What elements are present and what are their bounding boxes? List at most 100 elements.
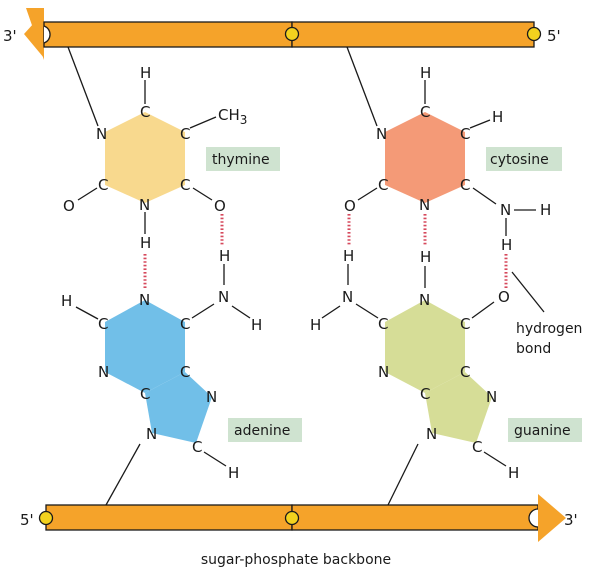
cytosine-h-right-bond (469, 119, 491, 129)
guanine-atom-c-upper-right: C (460, 315, 470, 333)
guanine-amine-h-left-bond (321, 305, 341, 319)
cytosine-ring (385, 112, 465, 203)
thymine-ch3-bond (189, 116, 217, 129)
hydrogen-bond-pointer (511, 271, 545, 313)
adenine-atom-h-bottom: H (228, 464, 239, 482)
guanine-amine-bond (355, 303, 379, 319)
guanine-atom-c-upper-left: C (378, 315, 388, 333)
hydrogen-bond-caption-line2: bond (516, 341, 551, 357)
adenine-six-ring (105, 300, 185, 393)
guanine-atom-n-top: N (419, 291, 430, 309)
adenine-backbone-link (105, 443, 141, 506)
cytosine-o-bond (357, 187, 378, 201)
top-phosphate-middle (284, 26, 300, 42)
thymine-atom-h-top: H (140, 64, 151, 82)
adenine-amine-bond (191, 303, 215, 319)
bottom-phosphate-middle (284, 510, 300, 526)
thymine-atom-o-right: O (214, 197, 226, 215)
adenine-atom-h-amine-top: H (219, 247, 230, 265)
guanine-atom-h-amine-left: H (310, 316, 321, 334)
thymine-atom-c-top: C (140, 103, 150, 121)
hydrogen-bond-caption-line1: hydrogen (516, 321, 582, 337)
thymine-atom-n-bottom: N (139, 196, 150, 214)
top-phosphate-right (526, 26, 542, 42)
thymine-atom-o-left: O (63, 197, 75, 215)
adenine-atom-n-five-bottom: N (146, 425, 157, 443)
cytosine-atom-h-top: H (420, 64, 431, 82)
cytosine-molecule: H C C H N C C N O N H H (344, 64, 551, 254)
top-backbone: 3' 5' (3, 8, 561, 60)
guanine-atom-h-top: H (420, 248, 431, 266)
adenine-atom-n-five-right: N (206, 388, 217, 406)
bottom-backbone: 5' 3' (20, 494, 578, 542)
thymine-o-right-bond (192, 187, 213, 201)
cytosine-atom-c-top: C (420, 103, 430, 121)
adenine-atom-h-left: H (61, 292, 72, 310)
top-left-end-label: 3' (3, 27, 17, 45)
bottom-backbone-segment-left (45, 504, 293, 531)
cytosine-atom-h-amine-bottom: H (501, 236, 512, 254)
backbone-caption: sugar-phosphate backbone (201, 552, 391, 568)
cytosine-backbone-link (346, 46, 378, 127)
top-right-end-label: 5' (547, 27, 561, 45)
cytosine-atom-n-amine: N (500, 201, 511, 219)
cytosine-amine-bond (472, 187, 497, 205)
guanine-backbone-link (387, 443, 419, 506)
adenine-atom-c-upper-right: C (180, 315, 190, 333)
bottom-sugar-right-notch (528, 508, 539, 528)
guanine-atom-n-left: N (378, 363, 389, 381)
thymine-atom-c-lower-left: C (98, 176, 108, 194)
guanine-six-ring (385, 300, 465, 393)
cytosine-atom-h-amine-right: H (540, 201, 551, 219)
adenine-atom-c-five: C (192, 438, 202, 456)
cytosine-atom-o-left: O (344, 197, 356, 215)
thymine-molecule: H C C CH3 N C C N O O H (63, 64, 247, 252)
thymine-label: thymine (212, 152, 270, 168)
bottom-backbone-segment-right (291, 504, 539, 531)
bottom-backbone-arrowhead (538, 494, 566, 542)
guanine-atom-c-right: C (460, 363, 470, 381)
adenine-five-ring (145, 372, 212, 443)
thymine-atom-n-upper-left: N (96, 125, 107, 143)
adenine-atom-h-amine-right: H (251, 316, 262, 334)
cytosine-atom-c-upper-right: C (460, 125, 470, 143)
bottom-left-end-label: 5' (20, 511, 34, 529)
thymine-atom-h-bottom: H (140, 234, 151, 252)
adenine-label: adenine (234, 423, 290, 439)
adenine-atom-c-upper-left: C (98, 315, 108, 333)
thymine-atom-c-upper-right: C (180, 125, 190, 143)
cytosine-atom-c-lower-left: C (378, 176, 388, 194)
adenine-atom-c-right: C (180, 363, 190, 381)
thymine-ring (105, 112, 185, 203)
thymine-atom-ch3: CH3 (218, 106, 247, 127)
guanine-atom-c-bottom: C (420, 385, 430, 403)
thymine-label-box (206, 147, 280, 171)
bottom-phosphate-left (38, 510, 54, 526)
guanine-atom-n-five-bottom: N (426, 425, 437, 443)
guanine-five-ring (425, 372, 492, 443)
cytosine-atom-n-bottom: N (419, 196, 430, 214)
guanine-atom-n-five-right: N (486, 388, 497, 406)
guanine-h-bottom-bond (483, 451, 507, 467)
adenine-atom-n-top: N (139, 291, 150, 309)
top-backbone-arrowhead (24, 12, 44, 58)
guanine-atom-h-amine-top: H (343, 247, 354, 265)
adenine-molecule: N H C C N H H N C C N N C H (61, 247, 262, 482)
top-backbone-segment-right (291, 21, 535, 48)
adenine-atom-n-amine: N (218, 288, 229, 306)
bottom-right-end-label: 3' (564, 511, 578, 529)
top-backbone-segment-left (43, 21, 293, 48)
guanine-label-box (508, 418, 582, 442)
adenine-amine-h-right-bond (231, 305, 251, 319)
guanine-atom-o-right: O (498, 288, 510, 306)
cytosine-label-box (486, 147, 562, 171)
adenine-label-box (228, 418, 302, 442)
cytosine-label: cytosine (490, 152, 549, 168)
cytosine-atom-n-upper-left: N (376, 125, 387, 143)
top-sugar-left-notch (43, 25, 51, 44)
guanine-atom-h-bottom: H (508, 464, 519, 482)
cytosine-atom-c-lower-right: C (460, 176, 470, 194)
thymine-o-left-bond (77, 187, 98, 201)
guanine-molecule: H N C C N H H O N C C N N C H (310, 247, 519, 482)
